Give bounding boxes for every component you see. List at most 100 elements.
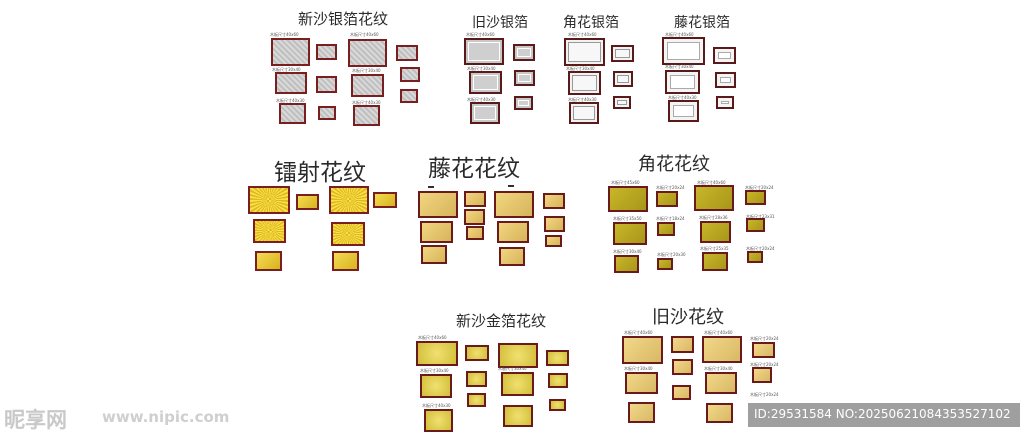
size-label: 木板尺寸30x40 (566, 66, 595, 71)
plaque (569, 102, 599, 124)
size-label: 木板尺寸28x36 (699, 215, 728, 220)
plaque (656, 191, 678, 207)
plaque (608, 186, 648, 212)
size-label: 木板尺寸30x40 (420, 368, 449, 373)
size-label: 木板尺寸40x60 (350, 32, 379, 37)
plaque (713, 47, 736, 64)
plaque (470, 102, 500, 124)
plaque (657, 222, 675, 236)
title-corner-pattern: 角花花纹 (638, 154, 710, 175)
size-label: 木板尺寸20x30 (657, 252, 686, 257)
size-label: 木板尺寸30x40 (704, 366, 733, 371)
size-label: 木板尺寸30x40 (352, 68, 381, 73)
plaque (253, 219, 286, 243)
plaque (396, 45, 418, 61)
size-label: 木板尺寸30x40 (467, 66, 496, 71)
size-label: 木板尺寸20x24 (746, 246, 775, 251)
watermark-id: ID:29531584 NO:20250621084353527102 (754, 407, 1011, 421)
plaque (466, 371, 487, 387)
plaque (248, 186, 290, 214)
size-label: 木板尺寸40x60 (270, 32, 299, 37)
watermark-id-box (748, 403, 1020, 427)
plaque (296, 194, 319, 210)
plaque (671, 336, 694, 353)
size-label: 木板尺寸20x24 (750, 336, 779, 341)
plaque (421, 245, 447, 264)
plaque (497, 221, 529, 243)
plaque (622, 336, 663, 364)
plaque (318, 106, 336, 120)
plaque (464, 209, 485, 225)
watermark-brand: 昵享网 (4, 408, 67, 432)
plaque (752, 367, 772, 383)
plaque (275, 72, 307, 94)
plaque (543, 193, 565, 209)
plaque (501, 372, 534, 396)
title-vine-silver-foil: 藤花银箔 (674, 15, 730, 31)
plaque (351, 74, 384, 97)
plaque (613, 222, 647, 245)
plaque (716, 96, 734, 109)
plaque (614, 255, 639, 273)
size-label: 木板尺寸40x30 (467, 97, 496, 102)
size-label: 木板尺寸40x60 (466, 32, 495, 37)
plaque (329, 186, 369, 214)
plaque (564, 38, 605, 66)
plaque (499, 247, 525, 266)
plaque (628, 402, 655, 423)
plaque (279, 103, 306, 124)
hanger-bar (428, 186, 434, 188)
plaque (469, 71, 502, 94)
plaque (416, 341, 458, 366)
plaque (316, 76, 337, 93)
plaque (694, 185, 734, 211)
hanger-bar (508, 185, 514, 187)
title-old-sand-pattern: 旧沙花纹 (652, 307, 724, 328)
plaque (418, 191, 458, 218)
plaque (353, 105, 380, 126)
size-label: 木板尺寸40x60 (704, 330, 733, 335)
title-old-sand-silver-foil: 旧沙银箔 (472, 15, 528, 31)
size-label: 木板尺寸30x40 (624, 366, 653, 371)
plaque (331, 222, 365, 246)
plaque (464, 38, 504, 65)
plaque (316, 44, 337, 60)
title-new-sand-silver-foil: 新沙银箔花纹 (298, 10, 389, 28)
plaque (665, 70, 700, 94)
plaque (702, 252, 728, 271)
size-label: 木板尺寸30x40 (613, 249, 642, 254)
size-label: 木板尺寸30x40 (665, 64, 694, 69)
plaque (465, 345, 489, 361)
plaque (514, 70, 535, 86)
plaque (568, 71, 601, 95)
size-label: 木板尺寸20x24 (750, 362, 779, 367)
plaque (702, 336, 742, 363)
plaque (420, 374, 452, 398)
size-label: 木板尺寸40x30 (568, 97, 597, 102)
size-label: 木板尺寸18x24 (656, 216, 685, 221)
size-label: 木板尺寸20x24 (745, 185, 774, 190)
size-label: 木板尺寸40x30 (352, 100, 381, 105)
size-label: 木板尺寸40x60 (624, 330, 653, 335)
plaque (668, 100, 699, 122)
plaque (464, 191, 486, 207)
size-label: 木板尺寸23x31 (746, 214, 775, 219)
size-label: 木板尺寸40x60 (568, 32, 597, 37)
title-corner-silver-foil: 角花银箔 (563, 15, 619, 31)
size-label: 木板尺寸40x30 (668, 95, 697, 100)
plaque (672, 359, 693, 375)
plaque (514, 96, 533, 110)
title-laser-pattern: 镭射花纹 (274, 160, 366, 186)
title-vine-pattern: 藤花花纹 (428, 156, 520, 182)
plaque (548, 373, 568, 388)
plaque (611, 45, 634, 62)
plaque (466, 226, 484, 240)
size-label: 木板尺寸40x60 (418, 335, 447, 340)
plaque (424, 409, 453, 432)
size-label: 木板尺寸25x35 (700, 246, 729, 251)
size-label: 木板尺寸40x30 (422, 403, 451, 408)
size-label: 木板尺寸40x30 (276, 98, 305, 103)
plaque (271, 38, 310, 66)
plaque (400, 67, 420, 82)
plaque (705, 372, 737, 394)
